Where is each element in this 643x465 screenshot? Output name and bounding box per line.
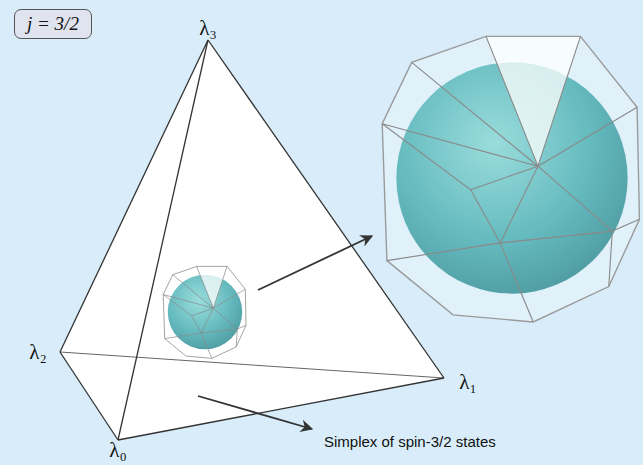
polytope-edge xyxy=(165,308,214,338)
label-box: j = 3/2 xyxy=(14,9,92,39)
spin-label: j = 3/2 xyxy=(27,13,79,35)
polytope-edge xyxy=(382,124,500,243)
polytope-edge xyxy=(213,289,245,308)
vertex-label: λ₃ xyxy=(199,16,217,41)
small-polytope xyxy=(163,266,246,358)
polytope-edge xyxy=(213,308,246,329)
polytope-edge xyxy=(609,231,613,286)
polytope-edge xyxy=(201,329,237,333)
polytope-edge xyxy=(197,266,227,308)
polytope-edge xyxy=(201,333,212,358)
polytope-outline xyxy=(163,266,246,358)
polytope-edge xyxy=(538,166,639,231)
polytope-edge xyxy=(163,275,213,308)
polytope-edge xyxy=(500,231,612,243)
vertex-label: λ₀ xyxy=(109,438,127,463)
polytope-edge xyxy=(538,107,637,166)
vertex-label: λ₂ xyxy=(29,340,47,365)
polytope-edge xyxy=(163,295,201,333)
polytope-edge xyxy=(500,243,533,322)
polytope-edge xyxy=(471,166,538,190)
caption-note: Simplex of spin-3/2 states xyxy=(324,433,496,450)
zoom-arrow xyxy=(258,236,372,290)
polytope-outline xyxy=(382,36,639,322)
vertex-label: λ₁ xyxy=(459,370,477,395)
polytope-edge xyxy=(486,36,580,166)
polytope-edge xyxy=(236,329,237,347)
polytope-edge xyxy=(192,308,214,316)
polytope-edge xyxy=(382,62,538,166)
pointer-arrow xyxy=(198,396,312,429)
large-polytope xyxy=(382,36,639,322)
polytope-edge xyxy=(387,166,538,260)
